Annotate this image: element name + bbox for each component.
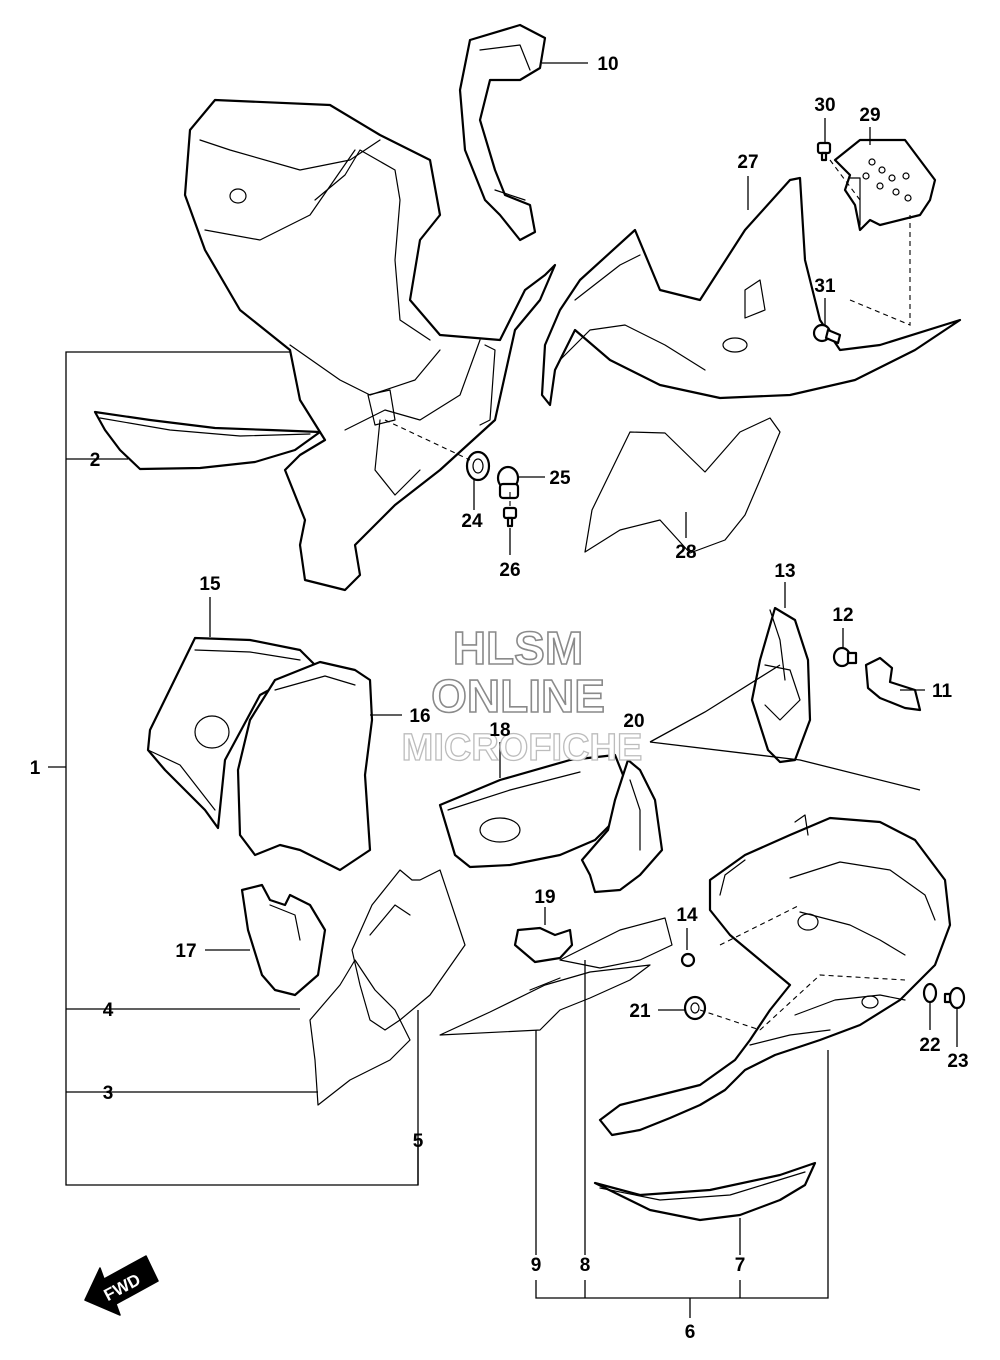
callout-14: 14 <box>676 905 698 926</box>
part-13-bracket <box>750 606 812 764</box>
part-25-collar <box>496 465 520 500</box>
callout-4: 4 <box>103 1000 114 1021</box>
callout-6: 6 <box>685 1322 696 1343</box>
watermark: HLSM ONLINE MICROFICHE <box>401 621 643 769</box>
forward-arrow-icon: FWD <box>84 1255 159 1316</box>
callout-2: 2 <box>90 450 101 471</box>
watermark-line-2: ONLINE <box>431 670 605 722</box>
callout-16: 16 <box>409 706 430 727</box>
part-21-nut <box>683 995 707 1021</box>
part-30-bolt <box>816 141 832 162</box>
leader-lines <box>48 62 958 1318</box>
lower-cowl-right <box>598 814 952 1137</box>
part-19-clip <box>513 926 574 964</box>
part-14-screw <box>680 952 696 968</box>
callout-28: 28 <box>675 542 696 563</box>
callout-9: 9 <box>531 1255 542 1276</box>
part-26-screw <box>502 506 518 528</box>
part-23-screw <box>943 986 966 1010</box>
watermark-line-1: HLSM <box>453 622 583 674</box>
callout-15: 15 <box>199 574 221 595</box>
callout-13: 13 <box>774 561 795 582</box>
part-2-trim-strip <box>93 410 322 471</box>
callout-23: 23 <box>947 1051 968 1072</box>
callout-8: 8 <box>580 1255 591 1276</box>
part-22-washer <box>922 982 938 1004</box>
callout-25: 25 <box>549 468 571 489</box>
callout-22: 22 <box>919 1035 940 1056</box>
part-27-side-panel <box>540 176 962 407</box>
part-3-lower-panel <box>309 959 411 1106</box>
callout-27: 27 <box>737 152 758 173</box>
callout-18: 18 <box>489 720 510 741</box>
callout-1: 1 <box>30 758 41 779</box>
callout-19: 19 <box>534 887 555 908</box>
callout-21: 21 <box>629 1001 651 1022</box>
callout-3: 3 <box>103 1083 114 1104</box>
part-17-bracket <box>240 883 327 997</box>
part-16-cover <box>236 660 374 872</box>
callout-11: 11 <box>932 681 953 702</box>
callout-29: 29 <box>859 105 880 126</box>
callout-12: 12 <box>832 605 853 626</box>
part-12-bolt <box>832 646 858 668</box>
watermark-line-3: MICROFICHE <box>402 727 643 769</box>
part-8-sheet <box>559 917 673 969</box>
callout-20: 20 <box>623 711 644 732</box>
part-9-sheet <box>439 964 651 1036</box>
part-7-trim-strip <box>593 1161 817 1222</box>
callout-labels: 1 2 3 4 5 6 7 8 9 10 11 12 13 14 15 16 1… <box>30 54 969 1343</box>
callout-5: 5 <box>413 1131 424 1152</box>
part-24-grommet <box>465 450 491 482</box>
callout-24: 24 <box>461 511 483 532</box>
callout-7: 7 <box>735 1255 746 1276</box>
callout-31: 31 <box>814 276 836 297</box>
callout-10: 10 <box>597 54 618 75</box>
part-28-sheet <box>584 417 781 554</box>
alignment-lines <box>384 159 911 1031</box>
part-31-screw <box>812 323 842 345</box>
callout-30: 30 <box>814 95 835 116</box>
part-29-bracket <box>833 138 937 232</box>
upper-fairing-left <box>183 98 557 592</box>
part-4-lower-panel <box>351 869 466 1031</box>
part-10-duct <box>458 23 547 242</box>
part-11-bracket <box>864 656 922 712</box>
callout-17: 17 <box>175 941 196 962</box>
part-20-trim <box>580 758 664 894</box>
part-18-cover <box>438 753 627 869</box>
callout-26: 26 <box>499 560 520 581</box>
